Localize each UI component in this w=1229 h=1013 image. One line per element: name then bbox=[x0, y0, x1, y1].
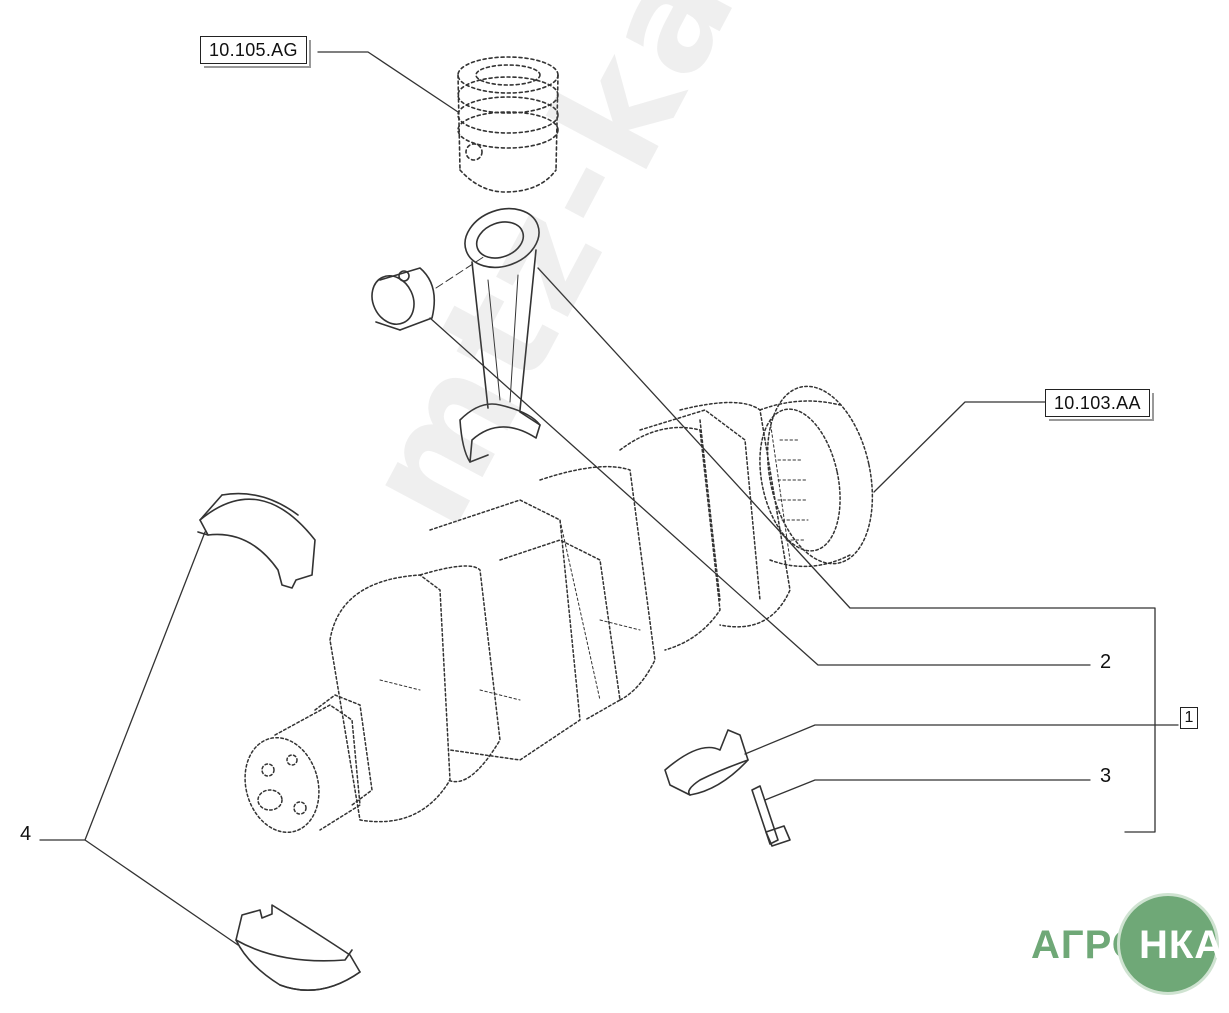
piston-outline bbox=[457, 56, 559, 193]
callout-2: 2 bbox=[1100, 651, 1112, 673]
rod-cap bbox=[664, 729, 749, 796]
callout-1: 1 bbox=[1180, 707, 1198, 729]
logo-right-text: НКА bbox=[1139, 923, 1225, 967]
rod-bolt bbox=[751, 785, 791, 847]
callout-4: 4 bbox=[20, 823, 32, 845]
crankshaft-outline bbox=[244, 385, 874, 834]
logo-circle bbox=[1117, 893, 1219, 995]
agronka-logo: АГРО НКА bbox=[1025, 893, 1225, 1003]
connecting-rod bbox=[459, 207, 541, 463]
lower-main-bearing-shell bbox=[235, 904, 361, 991]
small-end-bush bbox=[371, 255, 486, 331]
piston-reference-label: 10.105.AG bbox=[200, 36, 311, 68]
flywheel-reference-label: 10.103.AA bbox=[1045, 389, 1154, 421]
upper-main-bearing-shell bbox=[197, 492, 316, 589]
leader-lines bbox=[39, 51, 1179, 946]
callout-3: 3 bbox=[1100, 765, 1112, 787]
